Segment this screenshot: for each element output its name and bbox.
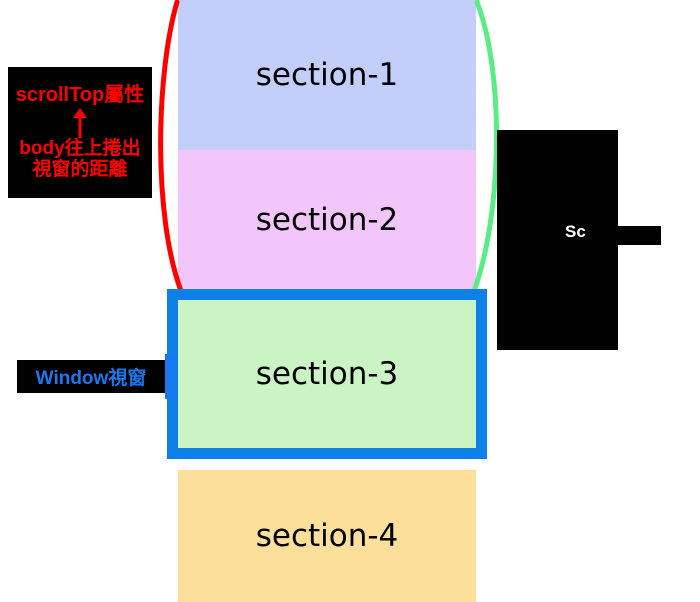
section-label: section-4 bbox=[255, 518, 399, 554]
section-label: section-1 bbox=[255, 57, 399, 93]
scrolltop-heading: scrollTop屬性 bbox=[15, 83, 145, 106]
window-viewport-label: Window視窗 bbox=[17, 360, 165, 393]
scrolltop-description: body往上捲出 視窗的距離 bbox=[19, 138, 140, 181]
section-block-1: section-1 bbox=[178, 0, 476, 150]
scrolltop-description-line-2: 視窗的距離 bbox=[32, 159, 128, 180]
section-label: section-2 bbox=[255, 202, 399, 238]
up-arrow-icon bbox=[8, 108, 152, 138]
window-viewport-label-text: Window視窗 bbox=[35, 368, 147, 389]
section-block-3: section-3 bbox=[178, 300, 476, 448]
scrolltop-description-line-1: body往上捲出 bbox=[19, 137, 141, 159]
redaction-bar bbox=[618, 227, 661, 244]
section-label: section-3 bbox=[255, 356, 399, 392]
section-block-4: section-4 bbox=[178, 470, 476, 602]
section-block-2: section-2 bbox=[178, 150, 476, 290]
scroll-height-label: Sc bbox=[565, 222, 586, 241]
window-viewport-edge-marker bbox=[165, 354, 175, 399]
right-brace-curve bbox=[471, 0, 499, 294]
scrolltop-annotation-callout: scrollTop屬性 body往上捲出 視窗的距離 bbox=[8, 67, 152, 198]
